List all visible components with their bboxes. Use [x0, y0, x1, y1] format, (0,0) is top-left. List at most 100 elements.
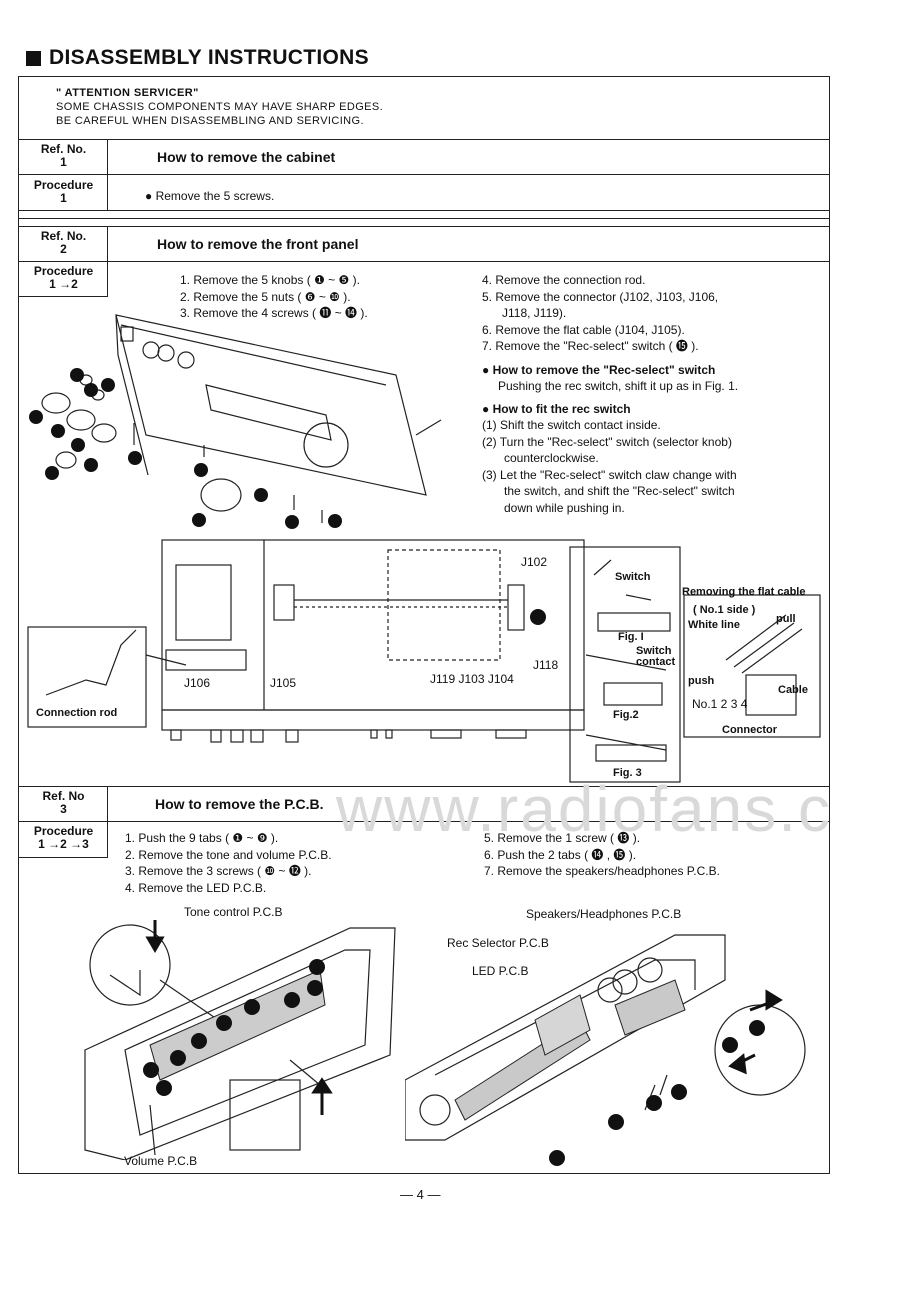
procedure-label: Procedure 1 →2 →3	[20, 825, 107, 851]
fig-label: J118	[533, 658, 559, 672]
procedure-text: Procedure	[33, 178, 94, 192]
step-item: 6. Push the 2 tabs ( ⓮ , ⓯ ).	[484, 847, 637, 862]
fig-label: J106	[184, 676, 211, 690]
procedure-value: 1 →2	[49, 277, 78, 291]
step-item: 2. Remove the 5 nuts ( ❻ ~ ❿ ).	[180, 289, 351, 304]
procedure-value: 1	[60, 191, 67, 205]
divider	[18, 821, 830, 822]
ref-no-label: Ref. No. 1	[20, 143, 107, 169]
fig-label: Volume P.C.B	[124, 1154, 198, 1168]
attention-block: " ATTENTION SERVICER" SOME CHASSIS COMPO…	[56, 86, 383, 128]
ref-no-value: 3	[60, 802, 67, 816]
steps-left: 1. Remove the 5 knobs ( ❶ ~ ❺ ). 2. Remo…	[180, 272, 368, 322]
ref-no-text: Ref. No.	[40, 142, 87, 156]
fig-label: Rec Selector P.C.B	[447, 936, 549, 950]
fig-label: contact	[636, 656, 676, 668]
rec-select-heading: ● How to remove the "Rec-select" switch	[482, 362, 716, 377]
divider	[18, 296, 108, 297]
divider	[18, 210, 830, 211]
page-title: DISASSEMBLY INSTRUCTIONS	[26, 46, 369, 70]
step-item: 4. Remove the connection rod.	[482, 273, 646, 287]
fig-label: Connection rod	[36, 707, 118, 719]
section-heading: How to remove the cabinet	[157, 149, 336, 165]
chassis-figure	[27, 539, 821, 783]
attention-heading: " ATTENTION SERVICER"	[56, 87, 199, 99]
column-divider	[107, 786, 108, 821]
divider	[18, 226, 830, 227]
fig-label: Switch	[636, 645, 672, 657]
divider	[18, 174, 830, 175]
fig-label: Speakers/Headphones P.C.B	[526, 907, 682, 921]
step-item: 2. Remove the tone and volume P.C.B.	[125, 847, 332, 862]
page-number: — 4 —	[400, 1187, 441, 1202]
fig-label: Cable	[778, 684, 808, 696]
fig-label: J102	[521, 555, 548, 569]
fig-label: J105	[270, 676, 297, 690]
ref-no-text: Ref. No.	[40, 229, 87, 243]
column-divider	[107, 821, 108, 857]
column-divider	[107, 226, 108, 261]
step-item: 3. Remove the 4 screws ( ⓫ ~ ⓮ ).	[180, 306, 368, 320]
fig-label: Fig. 3	[613, 767, 642, 779]
fit-step: (3) Let the "Rec-select" switch claw cha…	[482, 467, 737, 482]
fig-label: Switch	[615, 571, 651, 583]
step-item: 1. Remove the 5 knobs ( ❶ ~ ❺ ).	[180, 273, 360, 287]
watermark: www.radiofans.c	[336, 773, 832, 845]
step-item: 7. Remove the "Rec-select" switch ( ⓯ ).	[482, 339, 699, 353]
rec-select-text: Pushing the rec switch, shift it up as i…	[498, 379, 739, 393]
step-item: 3. Remove the 3 screws ( ❿ ~ ⓬ ).	[125, 864, 312, 878]
led-speakers-pcb-illustration	[405, 934, 806, 1166]
instructions-frame	[18, 76, 830, 1174]
procedure-value: 1 →2 →3	[38, 837, 89, 851]
column-divider	[107, 261, 108, 296]
fit-step: the switch, and shift the "Rec-select" s…	[504, 484, 735, 498]
fig-label: Fig.2	[613, 709, 639, 721]
fig-label: Removing the flat cable	[682, 586, 806, 598]
ref-no-value: 2	[60, 242, 67, 256]
fit-heading: ● How to fit the rec switch	[482, 401, 631, 416]
ref-no-value: 1	[60, 155, 67, 169]
fig-label: No.1 2 3 4	[692, 697, 748, 711]
fig-label: J119 J103 J104	[430, 672, 514, 686]
steps-left: 1. Push the 9 tabs ( ❶ ~ ❾ ). 2. Remove …	[125, 830, 332, 896]
fig-label: Fig. I	[618, 631, 644, 643]
steps-right: 4. Remove the connection rod. 5. Remove …	[482, 272, 738, 516]
fit-step: (2) Turn the "Rec-select" switch (select…	[482, 434, 732, 449]
ref-no-text: Ref. No	[42, 789, 85, 803]
fig-label: Connector	[722, 724, 777, 736]
section-heading: How to remove the P.C.B.	[155, 796, 324, 812]
fig-label: LED P.C.B	[472, 964, 529, 978]
fig-label: White line	[688, 619, 740, 631]
step-item: 4. Remove the LED P.C.B.	[125, 880, 267, 895]
step-item: 5. Remove the 1 screw ( ⓭ ).	[484, 831, 641, 845]
ref-no-label: Ref. No 3	[20, 790, 107, 816]
attention-line: BE CAREFUL WHEN DISASSEMBLING AND SERVIC…	[56, 115, 364, 127]
ref-no-label: Ref. No. 2	[20, 230, 107, 256]
fig-label: push	[688, 675, 715, 687]
front-panel-illustration	[29, 314, 442, 529]
tone-volume-pcb-illustration	[84, 920, 396, 1160]
fig-label: Tone control P.C.B	[184, 905, 283, 919]
fig-label: pull	[776, 613, 796, 625]
divider	[18, 139, 830, 140]
step-item: J118, J119).	[502, 306, 567, 320]
step-item: 1. Push the 9 tabs ( ❶ ~ ❾ ).	[125, 831, 279, 845]
divider	[18, 218, 830, 219]
divider	[18, 857, 108, 858]
fig-label: ( No.1 side )	[693, 604, 756, 616]
procedure-step: ● Remove the 5 screws.	[145, 189, 275, 203]
step-item: 6. Remove the flat cable (J104, J105).	[482, 322, 685, 337]
steps-right: 5. Remove the 1 screw ( ⓭ ). 6. Push the…	[484, 830, 720, 880]
title-square-icon	[26, 50, 41, 66]
fit-step: down while pushing in.	[504, 500, 625, 515]
step-item: 7. Remove the speakers/headphones P.C.B.	[484, 864, 720, 878]
page-title-text: DISASSEMBLY INSTRUCTIONS	[49, 46, 369, 69]
divider	[18, 261, 830, 262]
divider	[18, 786, 830, 787]
procedure-text: Procedure	[33, 264, 94, 278]
attention-line: SOME CHASSIS COMPONENTS MAY HAVE SHARP E…	[56, 101, 384, 113]
procedure-label: Procedure 1 →2	[20, 265, 107, 291]
step-item: 5. Remove the connector (J102, J103, J10…	[482, 289, 719, 304]
procedure-label: Procedure 1	[20, 179, 107, 205]
fit-step: counterclockwise.	[504, 451, 599, 465]
